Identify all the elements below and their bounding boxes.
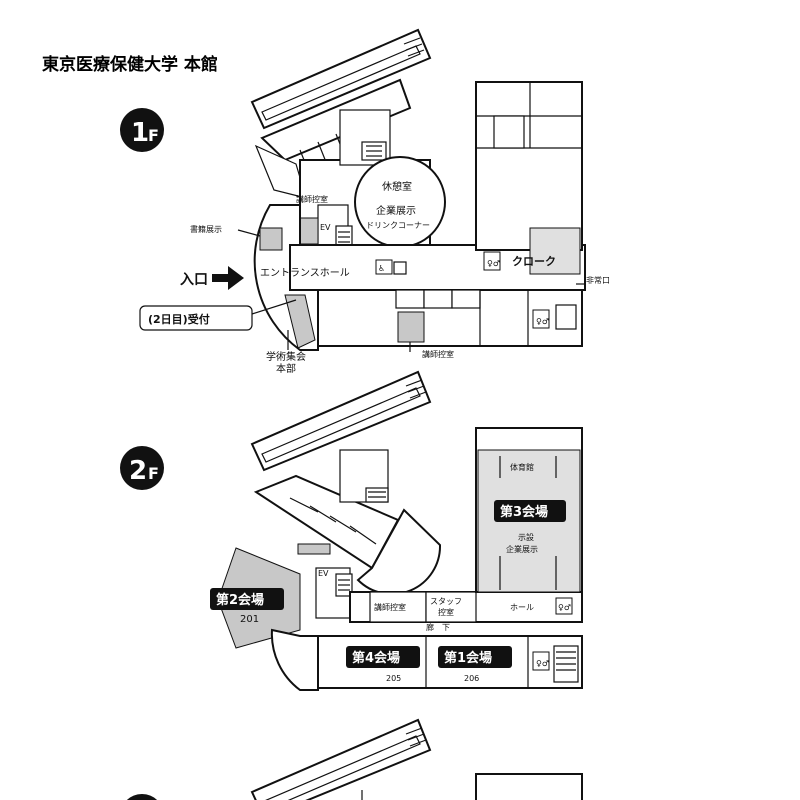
floor-1f: 1 F bbox=[120, 28, 610, 375]
entrance-label: 入口 bbox=[180, 272, 208, 288]
upper-wing-2f bbox=[250, 370, 432, 570]
bridge-2f bbox=[297, 543, 331, 555]
restroom-icon-1f-lower: ♀♂ bbox=[532, 309, 550, 329]
lower-wing-1f: ♀♂ 講師控室 bbox=[317, 289, 583, 359]
room-205-label: 205 bbox=[386, 674, 401, 683]
hq-label-2: 本部 bbox=[276, 362, 296, 375]
lounge-label: 休憩室 bbox=[382, 180, 412, 193]
atrium-2f bbox=[356, 508, 442, 596]
accessible-toilet-icon: ♿ bbox=[375, 259, 393, 275]
drink-corner-label: ドリンクコーナー bbox=[366, 221, 430, 230]
speaker-room-label-1f-lower: 講師控室 bbox=[422, 349, 454, 359]
restroom-icon-2f-lower: ♀♂ bbox=[532, 651, 550, 671]
stairs-1f-top bbox=[403, 37, 425, 57]
elevator-core-2f: EV bbox=[315, 567, 353, 619]
gym-label: 体育館 bbox=[510, 462, 534, 472]
gym-block-2f: 体育館 第3会場 示設 企業展示 bbox=[475, 427, 583, 593]
entrance-arrow-icon bbox=[212, 266, 244, 290]
svg-text:♀♂: ♀♂ bbox=[487, 259, 500, 268]
speaker-room-label-2f: 講師控室 bbox=[374, 602, 406, 612]
stairs-3f-top bbox=[405, 727, 427, 747]
floor-badge-1f: 1 F bbox=[120, 108, 164, 152]
venue-3-label: 第3会場 bbox=[500, 504, 548, 520]
floor-badge-3f bbox=[126, 794, 158, 800]
hq-label: 学術集会 bbox=[266, 350, 306, 363]
venue-2-label: 第2会場 bbox=[216, 592, 264, 608]
svg-text:♿: ♿ bbox=[378, 264, 385, 273]
room-206-label: 206 bbox=[464, 674, 479, 683]
books-label: 書籍展示 bbox=[190, 224, 222, 234]
restroom-icon-1f-upper: ♀♂ bbox=[483, 251, 501, 271]
right-block-1f: クローク ♀♂ 非常口 bbox=[475, 81, 610, 285]
building-title: 東京医療保健大学 本館 bbox=[42, 54, 218, 75]
floor-3f-partial bbox=[126, 718, 583, 800]
floor-badge-suffix: F bbox=[148, 464, 159, 483]
restroom-icon-2f-upper: ♀♂ bbox=[555, 597, 573, 615]
display-label: 示設 bbox=[518, 532, 534, 542]
speaker-room-label-1f: 講師控室 bbox=[296, 194, 328, 204]
elevator-label-1f: EV bbox=[320, 223, 331, 232]
staff-room-label-2: 控室 bbox=[438, 607, 454, 617]
middle-corridor-2f: 講師控室 スタッフ 控室 ホール ♀♂ 廊 下 bbox=[349, 591, 583, 632]
svg-text:♀♂: ♀♂ bbox=[558, 603, 571, 612]
floor-badge-number: 1 bbox=[131, 118, 149, 148]
hq-label-group: 学術集会 本部 bbox=[266, 330, 306, 375]
exhibit-label-2f: 企業展示 bbox=[506, 544, 538, 554]
reception-callout: (2日目)受付 bbox=[139, 299, 297, 331]
corridor-label: 廊 下 bbox=[426, 622, 450, 632]
staff-room-label: スタッフ bbox=[430, 597, 462, 606]
room-201-label: 201 bbox=[240, 614, 259, 625]
entrance-arc-1f: 書籍展示 bbox=[190, 204, 319, 351]
lounge-1f: 休憩室 企業展示 ドリンクコーナー bbox=[354, 156, 446, 248]
venue-1-label: 第1会場 bbox=[444, 650, 492, 666]
hall-label-2f: ホール bbox=[510, 603, 534, 612]
floor-2f: 2 F bbox=[120, 370, 583, 691]
emergency-exit-label: 非常口 bbox=[586, 275, 610, 285]
svg-text:♀♂: ♀♂ bbox=[536, 659, 549, 668]
elevator-label-2f: EV bbox=[318, 569, 329, 578]
lower-block-2f: 第4会場 205 第1会場 206 ♀♂ bbox=[270, 628, 583, 691]
exhibit-label-1f: 企業展示 bbox=[376, 204, 416, 217]
venue-4-label: 第4会場 bbox=[352, 650, 400, 666]
reception-label: (2日目)受付 bbox=[148, 312, 210, 326]
floor-badge-number: 2 bbox=[129, 456, 147, 486]
svg-text:♀♂: ♀♂ bbox=[536, 317, 549, 326]
cloak-label: クローク bbox=[512, 255, 556, 268]
entrance-hall-label: エントランスホール bbox=[260, 267, 350, 279]
stairs-2f-top bbox=[405, 379, 427, 399]
floor-badge-suffix: F bbox=[148, 126, 159, 145]
venue-2-room: 第2会場 201 bbox=[210, 547, 301, 649]
floor-badge-2f: 2 F bbox=[120, 446, 164, 490]
entrance-marker: 入口 bbox=[180, 266, 244, 290]
